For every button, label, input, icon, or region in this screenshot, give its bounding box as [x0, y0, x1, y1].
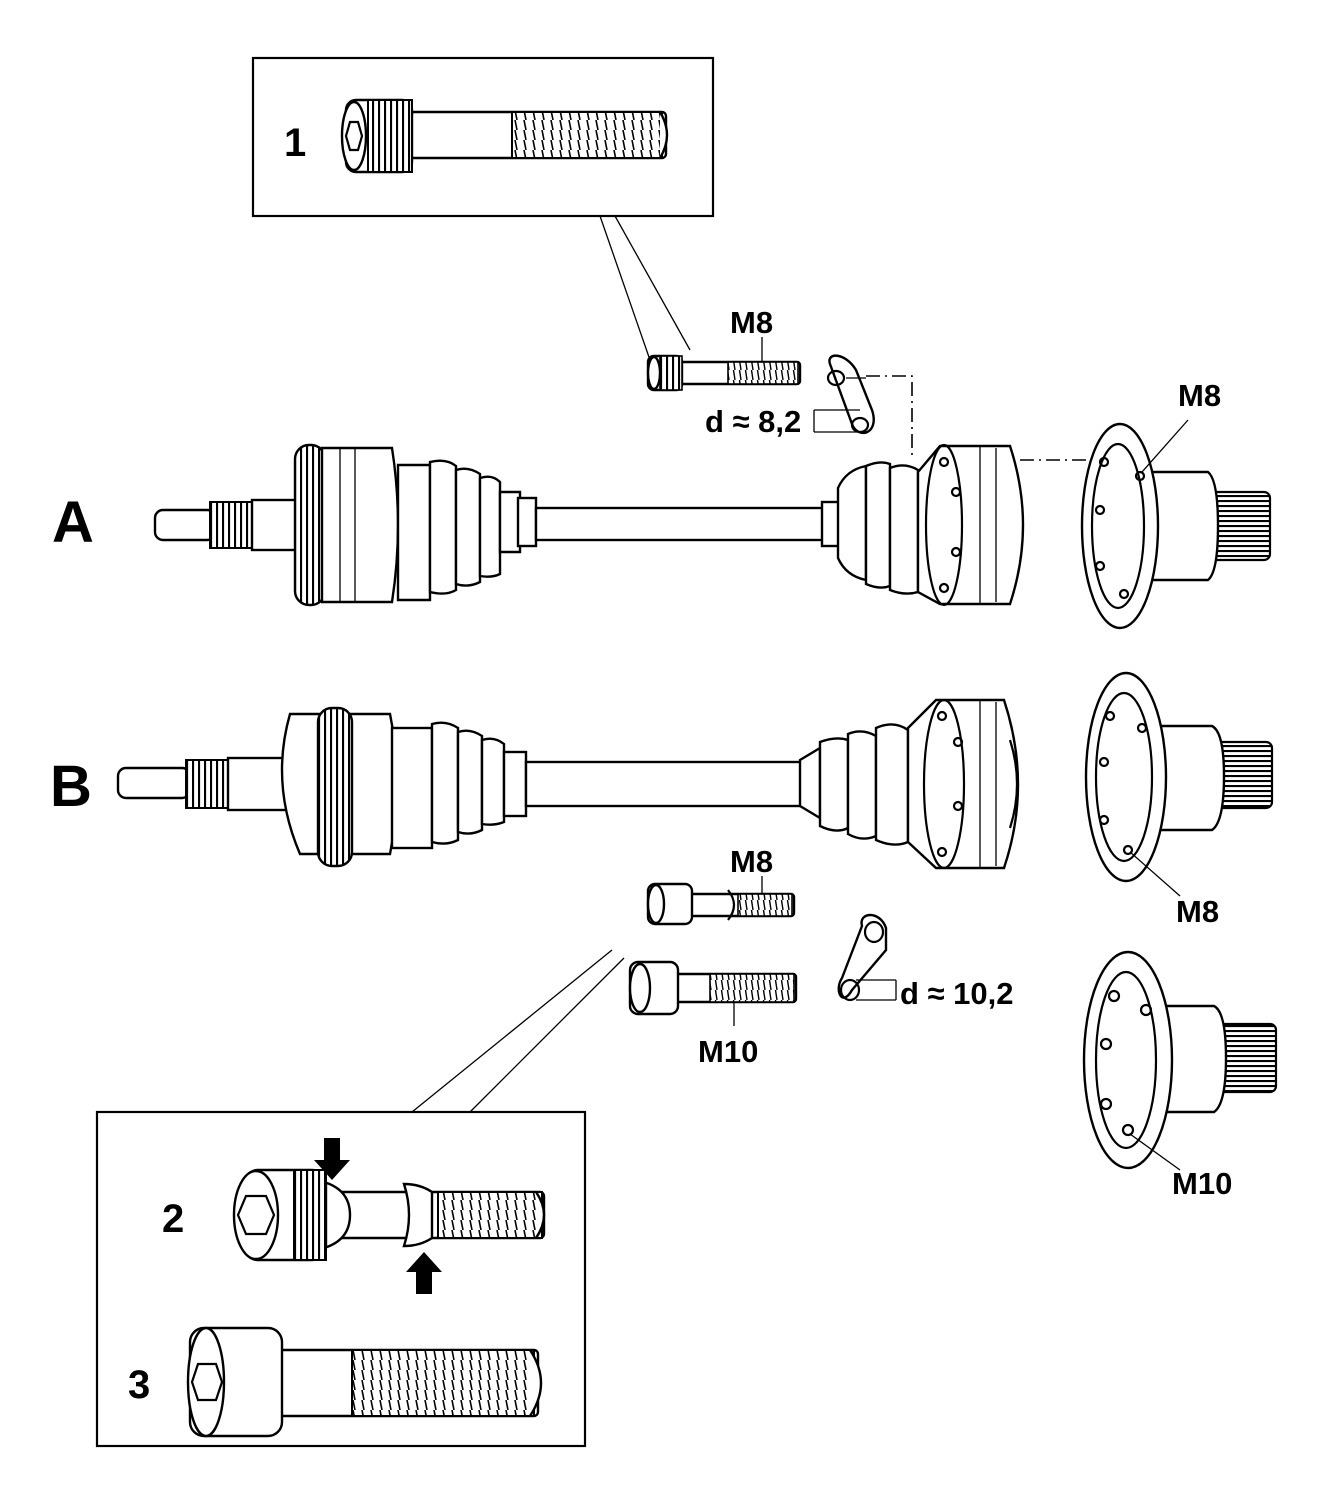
a-bolt-thread-label: M8 [730, 305, 773, 340]
assembly-b-flange-upper [1084, 671, 1274, 897]
b-flange-upper-thread-label: M8 [1176, 894, 1219, 929]
a-flange-thread-label: M8 [1178, 378, 1221, 413]
detail-box-2-3: 2 3 [95, 949, 625, 1448]
assembly-a-bolt [646, 337, 802, 392]
bolt-detail-2 [232, 1138, 546, 1294]
b-flange-lower-thread-label: M10 [1172, 1166, 1232, 1201]
b-long-bolt-thread-label: M10 [698, 1034, 758, 1069]
bolt-detail-1 [340, 98, 669, 174]
assembly-a-label: A [52, 490, 94, 555]
assembly-a-washer [813, 354, 875, 435]
assembly-b-label: B [50, 754, 92, 819]
detail-1-number: 1 [284, 121, 306, 165]
b-washer-diameter-label: d ≈ 10,2 [900, 976, 1014, 1011]
bolt-detail-3 [186, 1326, 543, 1438]
assembly-b-driveshaft [116, 698, 1020, 870]
assembly-b-flange-lower [1082, 950, 1278, 1171]
assembly-a-flange [1080, 419, 1272, 630]
detail-3-number: 3 [128, 1363, 150, 1407]
detail-box-1: 1 [251, 56, 715, 361]
arrow-down-icon [314, 1138, 350, 1180]
detail-2-number: 2 [162, 1197, 184, 1241]
arrow-up-icon [406, 1252, 442, 1294]
assembly-a-driveshaft [153, 443, 1025, 607]
assembly-b-washer [837, 913, 897, 1002]
assembly-b-short-bolt [646, 876, 796, 926]
a-washer-diameter-label: d ≈ 8,2 [705, 404, 801, 439]
assembly-b-long-bolt [628, 960, 798, 1026]
b-short-bolt-thread-label: M8 [730, 844, 773, 879]
